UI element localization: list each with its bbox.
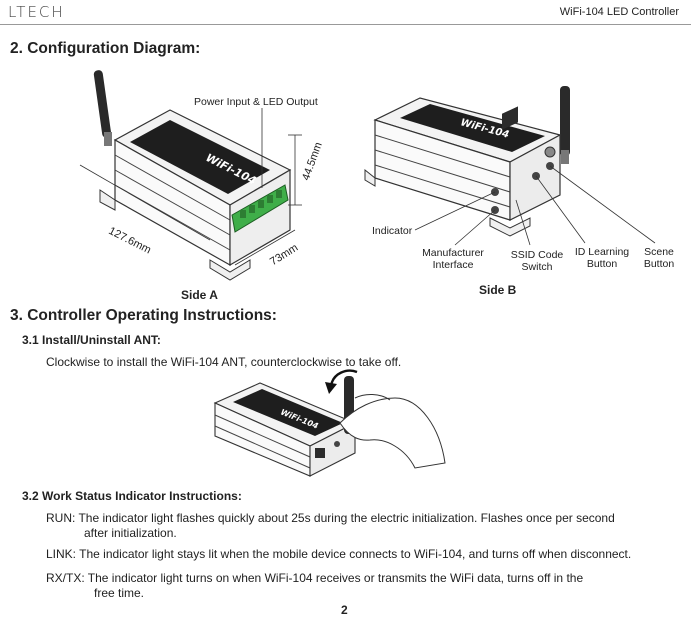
scene-button-label: Scene Button <box>643 246 675 270</box>
status-rxtx: RX/TX: The indicator light turns on when… <box>46 571 684 601</box>
header-divider <box>0 24 691 25</box>
section-2-title: 2. Configuration Diagram: <box>10 40 201 57</box>
indicator-label: Indicator <box>372 225 413 237</box>
status-run-text-2: after initialization. <box>84 526 177 540</box>
install-ant-instruction: Clockwise to install the WiFi-104 ANT, c… <box>46 355 402 369</box>
status-link-key: LINK: <box>46 547 77 561</box>
status-link-text: The indicator light stays lit when the m… <box>79 547 632 561</box>
status-rxtx-key: RX/TX: <box>46 571 85 585</box>
status-link: LINK: The indicator light stays lit when… <box>46 547 684 562</box>
manufacturer-interface-label: Manufacturer Interface <box>422 247 484 271</box>
side-b-label: Side B <box>479 283 517 297</box>
status-rxtx-text-2: free time. <box>94 586 145 600</box>
subsection-3-2-title: 3.2 Work Status Indicator Instructions: <box>22 489 242 503</box>
antenna-install-illustration: WiFi-104 <box>213 369 446 477</box>
status-run-key: RUN: <box>46 511 76 525</box>
section-3-title: 3. Controller Operating Instructions: <box>10 307 277 324</box>
subsection-3-1-title: 3.1 Install/Uninstall ANT: <box>22 333 161 347</box>
status-run: RUN: The indicator light flashes quickly… <box>46 511 684 541</box>
side-a-device-illustration: WiFi-104 <box>79 70 302 281</box>
side-b-device-illustration: WiFi-104 <box>364 86 656 246</box>
ssid-code-switch-label: SSID Code Switch <box>510 249 564 273</box>
side-a-label: Side A <box>181 288 218 302</box>
page-number: 2 <box>341 603 348 617</box>
status-run-text-1: The indicator light flashes quickly abou… <box>78 511 615 525</box>
brand-logo: LTECH <box>8 3 65 21</box>
product-title: WiFi-104 LED Controller <box>559 6 679 18</box>
id-learning-button-label: ID Learning Button <box>574 246 630 270</box>
status-rxtx-text-1: The indicator light turns on when WiFi-1… <box>87 571 584 585</box>
power-input-led-output-label: Power Input & LED Output <box>194 96 318 108</box>
